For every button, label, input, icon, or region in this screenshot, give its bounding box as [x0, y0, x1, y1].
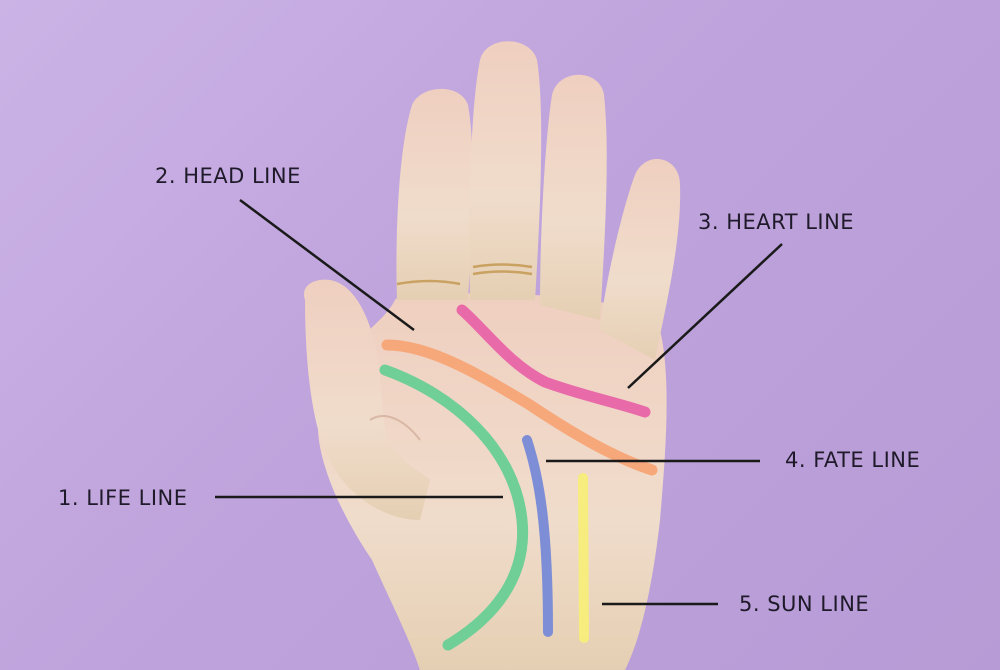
fate-line-label: 4. FATE LINE [785, 448, 921, 472]
hand [304, 41, 681, 670]
sun-line-label: 5. SUN LINE [739, 592, 870, 616]
index-finger [396, 88, 473, 300]
middle-ring-upper [472, 263, 533, 269]
sun-line-stroke [578, 473, 589, 643]
heart-line-stroke [456, 304, 651, 418]
head-line-stroke [381, 339, 658, 476]
pinky-finger [600, 158, 681, 360]
head-line-pointer [239, 198, 415, 332]
middle-finger [469, 41, 542, 300]
life-line-label: 1. LIFE LINE [58, 486, 188, 510]
middle-ring-lower [472, 270, 533, 276]
thumb-crease [369, 415, 421, 441]
index-ring [396, 279, 461, 286]
head-line-label: 2. HEAD LINE [155, 164, 301, 188]
leader-lines [215, 198, 783, 606]
heart-line-label: 3. HEART LINE [698, 210, 855, 234]
life-line-stroke [379, 364, 529, 651]
heart-line-pointer [627, 243, 783, 389]
ring-finger [540, 74, 607, 320]
rings [396, 263, 533, 286]
thumb [304, 279, 430, 520]
fate-line-stroke [522, 435, 553, 637]
